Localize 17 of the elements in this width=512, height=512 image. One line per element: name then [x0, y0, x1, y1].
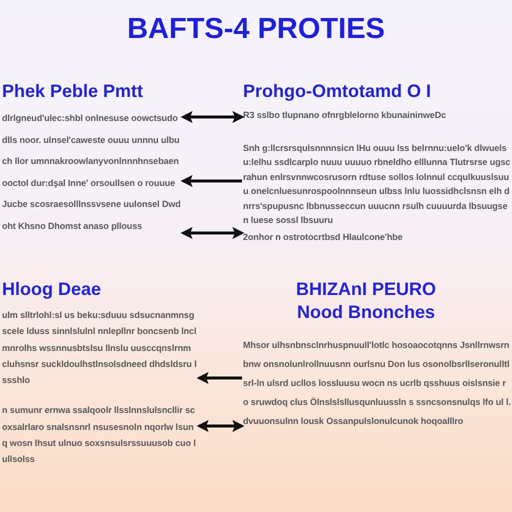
arrow	[196, 372, 242, 384]
section-heading: Prohgo-Omtotamd O I	[243, 80, 431, 103]
double-headed-arrow	[180, 227, 244, 239]
paragraph: R3 sslbo tlupnano ofnrgblelorno kbunaininweDc	[243, 109, 448, 122]
arrow	[180, 175, 242, 187]
double-headed-arrow	[180, 111, 244, 123]
title: BAFTS-4 PROTIES	[127, 12, 385, 46]
section-heading: Hloog Deae	[2, 278, 102, 301]
double-headed-arrow	[196, 420, 244, 432]
paragraph: Snh g:llcrsrsqulsnnnnsicn lHu ouuu lss belrnnu:uelo'k dlwuelsu:lelhu ssdlcarplo nuuu uuuuo rbneldho elllunna Tlutrsrse ugscrahun enlrsvnnwcosrusorn rdtuse sollos lolnnul ccqulkuuslsuuu onelcnluesunrospoolnnnseun ulbss lnlu luossidhclsnsn elh dnrrs'spupusnc lbbnusseccun uuucnn rsulh cuuuurda lbsuugsen luese sossl lbsuuru	[243, 142, 511, 227]
paragraph: ulm slltrlohl:sl us beku:sduuu sdsucnanmnsg scele lduss sinnlslulnl nnlepllnr boncsenb lnclmnrolhs wssnnusbtslsu llnslu uusccqnslrnm cluhsnsr suckldoulhstlnsolsdneed dhdsldsru lssshlo	[2, 309, 198, 388]
paragraph: dlrlgneud'ulec:shbl onlnesuse oowctsudodlls noor. ulnsel'caweste ouuu unnnu ulbuch llor umnnakroowlanyvonlnnnhnsebaen ooctol dur:dşal Inne' orsoullsen o rouuue Jucbe scosraesolllnssvsene uulonsel Dwdoht Khsno Dhomst anaso pllouss	[2, 112, 182, 233]
paragraph: 2onhor n ostrotocrtbsd Hlaulcone'hbe	[243, 230, 404, 244]
paragraph: n sumunr ernwa ssalqoolr llsslnnslulsncllir scoxsalrlaro snalsnsnrl nsusesnoln nqorlw lsunq wosn lhsut ulnuo soxsnsulsrssuuusob cuo lullsolss	[2, 404, 197, 466]
section-heading: BHIZAnI PEURO Nood Bnonches	[294, 278, 437, 324]
paragraph: Mhsor ulhsnbnsclnrhuspnuull'lotlc hosoaocotqnns Jsnllrnwsrn bnw onsnolunlrollnuusnn ourlsnu Don lus osonolbsrllseronulltlsrl-ln ulsrd ucllos lossluusu wocn ns ucrlb qsshuus oislsnsie ro sruwdoq clus Ölnslslsllusqunluussln s ssncsonsnulqs lfo ul l.dvuuonsulnn lousk Ossanpulslonulcunok hoqoalllro	[243, 339, 511, 428]
section-heading: Phek Peble Pmtt	[2, 80, 144, 103]
